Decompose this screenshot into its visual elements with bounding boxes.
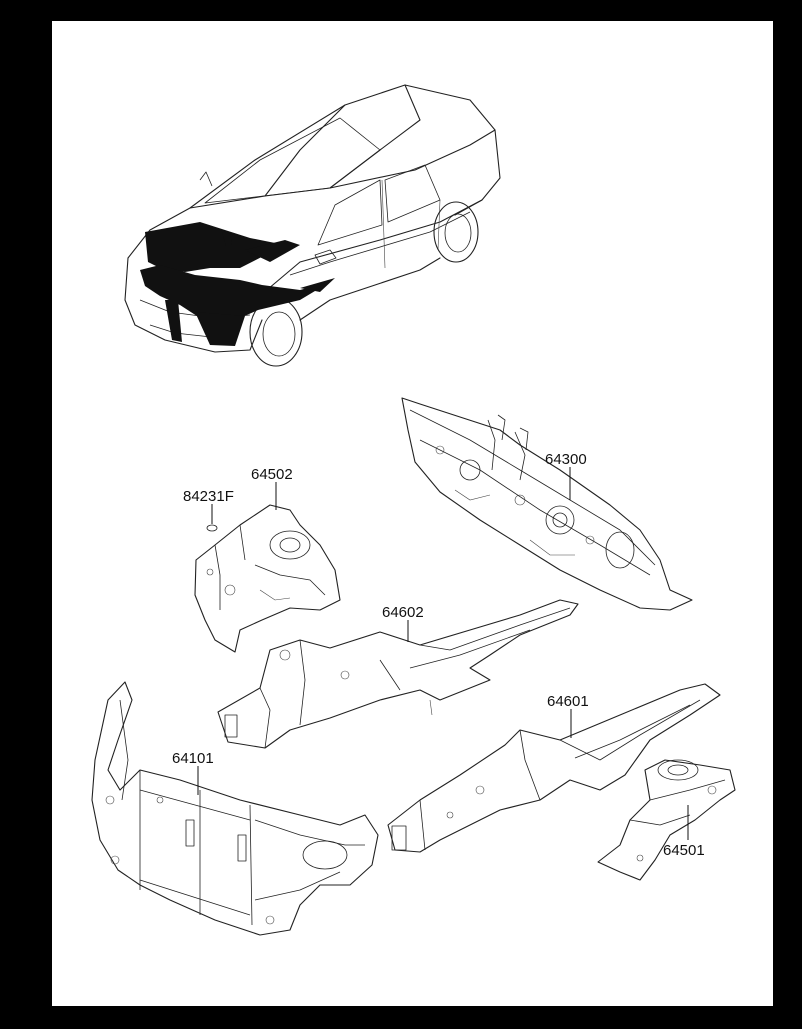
part-label-84231F: 84231F xyxy=(183,488,234,505)
leader-lines xyxy=(197,467,689,840)
side-member-64602-drawing xyxy=(217,599,579,749)
radiator-support-64101-drawing xyxy=(91,681,379,936)
part-label-64101: 64101 xyxy=(172,750,214,767)
part-label-64501: 64501 xyxy=(663,842,705,859)
part-label-64602: 64602 xyxy=(382,604,424,621)
side-member-64601-drawing xyxy=(387,683,721,853)
diagram-sheet xyxy=(52,21,773,1006)
dash-panel-64300-drawing xyxy=(401,397,693,611)
part-number-labels: 64502 84231F 64300 64602 64101 64601 645… xyxy=(172,451,705,859)
vehicle-overview-illustration xyxy=(124,84,501,367)
fender-apron-64501-drawing xyxy=(597,759,736,881)
part-label-64502: 64502 xyxy=(251,466,293,483)
part-label-64601: 64601 xyxy=(547,693,589,710)
part-label-64300: 64300 xyxy=(545,451,587,468)
fender-apron-64502-drawing xyxy=(194,504,341,653)
